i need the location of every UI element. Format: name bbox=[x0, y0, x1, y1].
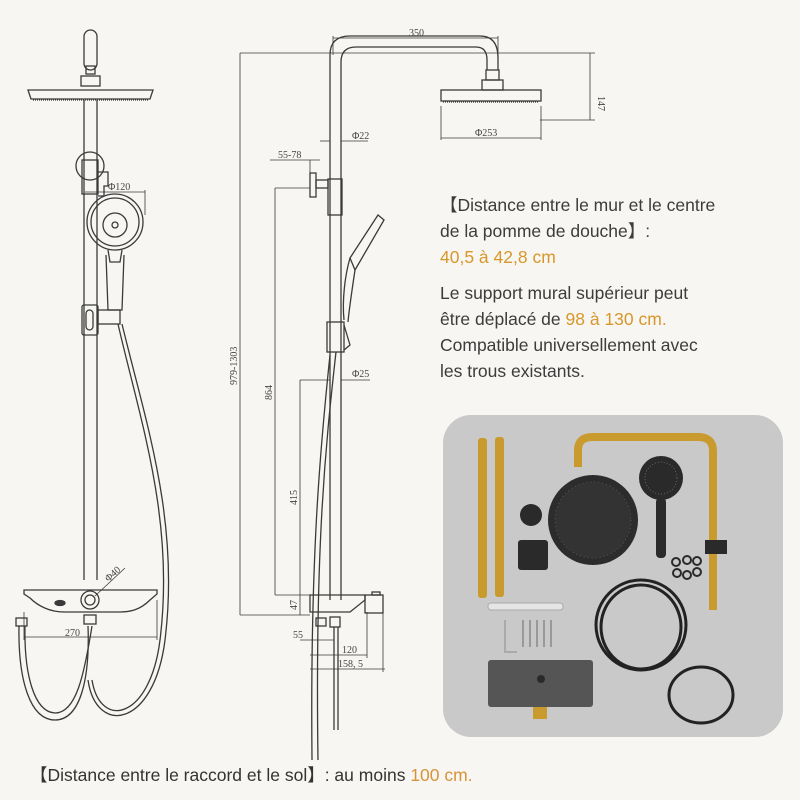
support-line1: Le support mural supérieur peut bbox=[440, 283, 689, 303]
dim-bracket-height: 864 bbox=[264, 385, 275, 400]
gold-shower-arm bbox=[574, 433, 717, 610]
components-illustration bbox=[478, 433, 735, 725]
distance-value: 40,5 à 42,8 cm bbox=[440, 247, 556, 267]
mixer-box bbox=[488, 660, 593, 707]
footer-prefix: 【Distance entre le raccord et le sol】: a… bbox=[30, 765, 411, 785]
dim-valve-height: 47 bbox=[289, 600, 300, 610]
side-view-drawing bbox=[239, 35, 595, 761]
footer-note: 【Distance entre le raccord et le sol】: a… bbox=[30, 762, 473, 787]
compat-line1: Compatible universellement avec bbox=[440, 335, 698, 355]
dim-arm-reach: 350 bbox=[409, 28, 424, 39]
info-text-block: 【Distance entre le mur et le centre de l… bbox=[440, 192, 800, 384]
dim-inlet-spacing: 55 bbox=[293, 630, 303, 641]
dim-pipe-diameter-top: Φ22 bbox=[352, 131, 369, 142]
gold-pipe-1 bbox=[478, 438, 487, 598]
hose-long bbox=[594, 578, 688, 672]
compat-line2: les trous existants. bbox=[440, 361, 585, 381]
dim-pipe-diameter-lower: Φ25 bbox=[352, 369, 369, 380]
dim-head-height: 147 bbox=[595, 96, 606, 111]
dim-hand-shower-diameter: Φ120 bbox=[108, 182, 130, 193]
dim-wall-bracket-offset: 55-78 bbox=[278, 150, 301, 161]
dim-valve-diameter: Φ40 bbox=[103, 565, 123, 585]
dim-valve-depth: 120 bbox=[342, 645, 357, 656]
hose-short bbox=[667, 665, 735, 725]
product-components-photo bbox=[443, 415, 783, 737]
support-line2: être déplacé de 98 à 130 cm. bbox=[440, 306, 800, 332]
support-range-value: 98 à 130 cm. bbox=[565, 309, 667, 329]
gold-pipe-2 bbox=[495, 437, 504, 597]
dim-shelf-depth: 158, 5 bbox=[338, 659, 363, 670]
distance-title-line2: de la pomme de douche】: bbox=[440, 221, 651, 241]
dim-bar-width: 270 bbox=[65, 628, 80, 639]
footer-value: 100 cm. bbox=[410, 765, 473, 785]
dim-total-height: 979-1303 bbox=[229, 347, 240, 385]
distance-title-line1: 【Distance entre le mur et le centre bbox=[440, 195, 716, 215]
dim-head-diameter: Φ253 bbox=[475, 128, 497, 139]
support-line2-prefix: être déplacé de bbox=[440, 309, 566, 329]
dim-lower-section: 415 bbox=[289, 490, 300, 505]
front-view-drawing bbox=[15, 29, 170, 721]
